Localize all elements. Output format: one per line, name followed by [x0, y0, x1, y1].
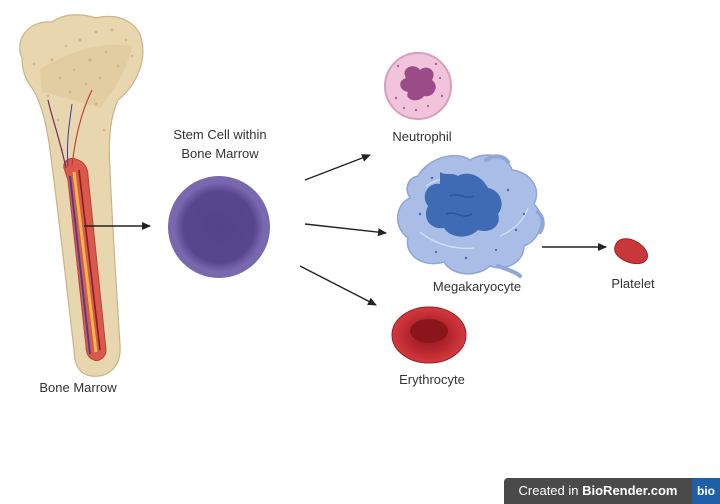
- stem-cell-icon: [168, 176, 270, 278]
- stem-cell-label: Stem Cell within Bone Marrow: [158, 125, 282, 163]
- erythrocyte-icon: [391, 306, 467, 364]
- erythrocyte-label: Erythrocyte: [399, 372, 465, 387]
- biorender-logo-icon: bio: [692, 478, 720, 504]
- bone-marrow-label: Bone Marrow: [39, 380, 117, 395]
- stem-cell-label-line2: Bone Marrow: [181, 146, 259, 161]
- arrow-stem-to-neutrophil: [304, 154, 371, 181]
- megakaryocyte-label: Megakaryocyte: [432, 279, 522, 294]
- watermark-prefix: Created in: [518, 483, 583, 498]
- megakaryocyte-icon: [397, 154, 545, 278]
- stem-cell-label-line1: Stem Cell within: [173, 127, 267, 142]
- platelet-icon: [614, 238, 648, 265]
- watermark-text: Created in BioRender.com: [504, 478, 692, 504]
- femur-bone-icon: [19, 14, 144, 377]
- platelet-label: Platelet: [611, 276, 655, 291]
- biorender-watermark[interactable]: Created in BioRender.com bio: [504, 478, 720, 504]
- arrow-stem-to-erythrocyte: [299, 265, 377, 306]
- arrow-stem-to-megakaryocyte: [304, 223, 387, 237]
- watermark-brand: BioRender.com: [582, 483, 678, 498]
- neutrophil-label: Neutrophil: [392, 129, 452, 144]
- neutrophil-icon: [384, 52, 452, 120]
